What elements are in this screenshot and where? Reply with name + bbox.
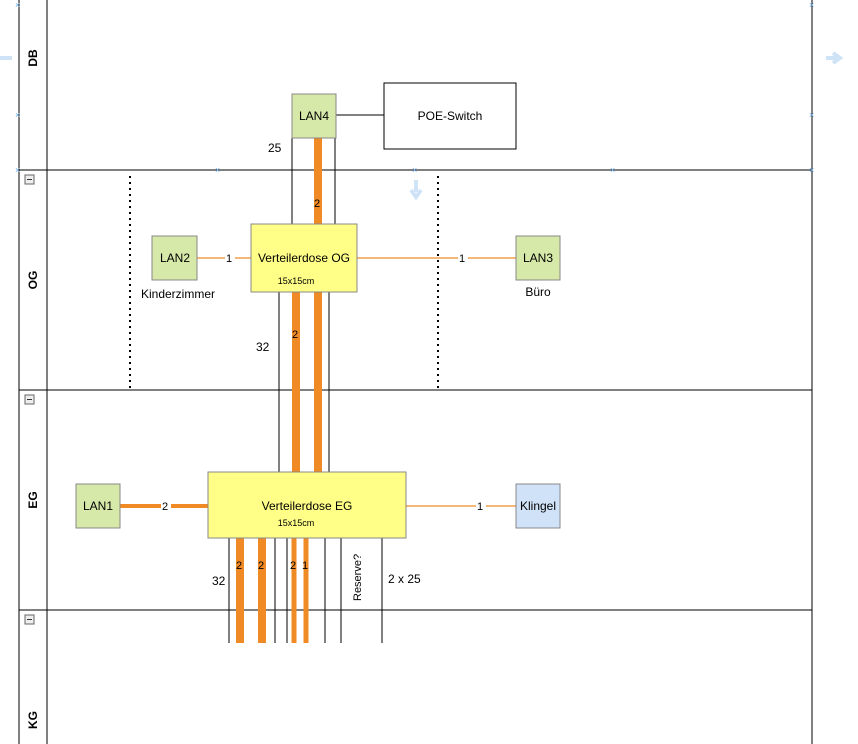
node-lan2[interactable]: LAN2 bbox=[151, 235, 198, 281]
edge-label: 25 bbox=[268, 141, 282, 155]
node-klingel-label: Klingel bbox=[520, 499, 556, 513]
edge-label: 2 bbox=[162, 501, 168, 513]
edge-label: 2 bbox=[290, 560, 296, 572]
collapse-icon-og[interactable] bbox=[24, 174, 35, 185]
svg-text:×: × bbox=[809, 0, 814, 10]
edge-label: 32 bbox=[256, 340, 270, 354]
collapse-icon-eg[interactable] bbox=[24, 394, 35, 405]
node-lan4-label: LAN4 bbox=[299, 109, 329, 123]
svg-text:×: × bbox=[15, 0, 20, 10]
node-lan3-label: LAN3 bbox=[523, 251, 553, 265]
svg-text:×: × bbox=[809, 110, 814, 120]
node-lan2-label: LAN2 bbox=[160, 251, 190, 265]
node-verteilerdose-og[interactable]: Verteilerdose OG 15x15cm bbox=[250, 223, 358, 293]
svg-text:×: × bbox=[15, 110, 20, 120]
edge-label: 2 bbox=[236, 560, 242, 572]
lane-label-eg: EG bbox=[26, 491, 40, 508]
edge-label: 2 x 25 bbox=[388, 572, 421, 586]
arrow-handle-icon[interactable] bbox=[0, 51, 844, 65]
node-poe-label: POE-Switch bbox=[418, 109, 483, 123]
edge-label: 1 bbox=[459, 253, 465, 265]
node-vog-size: 15x15cm bbox=[278, 276, 315, 286]
room-caption-kinderzimmer: Kinderzimmer bbox=[141, 287, 215, 301]
edge-label: 1 bbox=[226, 253, 232, 265]
collapse-icon-kg[interactable] bbox=[24, 614, 35, 625]
edge-label: 1 bbox=[302, 560, 308, 572]
node-lan3[interactable]: LAN3 bbox=[515, 235, 561, 281]
selection-handles[interactable]: × × × × × × × × × bbox=[15, 0, 814, 175]
node-veg-size: 15x15cm bbox=[278, 518, 315, 528]
lane-label-og: OG bbox=[26, 271, 40, 290]
svg-text:×: × bbox=[809, 165, 814, 175]
node-lan4[interactable]: LAN4 bbox=[291, 93, 337, 139]
edge-label-reserve: Reserve? bbox=[352, 554, 364, 601]
node-lan1-label: LAN1 bbox=[83, 499, 113, 513]
lane-label-kg: KG bbox=[26, 711, 40, 729]
room-caption-buero: Büro bbox=[525, 285, 551, 299]
arrow-down-handle-icon[interactable] bbox=[409, 180, 423, 201]
node-lan1[interactable]: LAN1 bbox=[75, 483, 121, 529]
svg-text:×: × bbox=[15, 165, 20, 175]
svg-text:×: × bbox=[610, 165, 615, 175]
edge-label: 2 bbox=[258, 560, 264, 572]
svg-text:×: × bbox=[215, 165, 220, 175]
node-veg-label: Verteilerdose EG bbox=[262, 499, 353, 513]
edge-label: 2 bbox=[314, 198, 320, 210]
node-poe-switch[interactable]: POE-Switch bbox=[383, 82, 517, 150]
node-verteilerdose-eg[interactable]: Verteilerdose EG 15x15cm bbox=[207, 471, 407, 539]
svg-text:×: × bbox=[412, 165, 417, 175]
node-vog-label: Verteilerdose OG bbox=[258, 251, 350, 265]
node-klingel[interactable]: Klingel bbox=[515, 483, 561, 529]
edge-label: 32 bbox=[212, 574, 226, 588]
lane-label-db: DB bbox=[26, 49, 40, 67]
edge-label: 1 bbox=[477, 501, 483, 513]
edge-label: 2 bbox=[292, 329, 298, 341]
